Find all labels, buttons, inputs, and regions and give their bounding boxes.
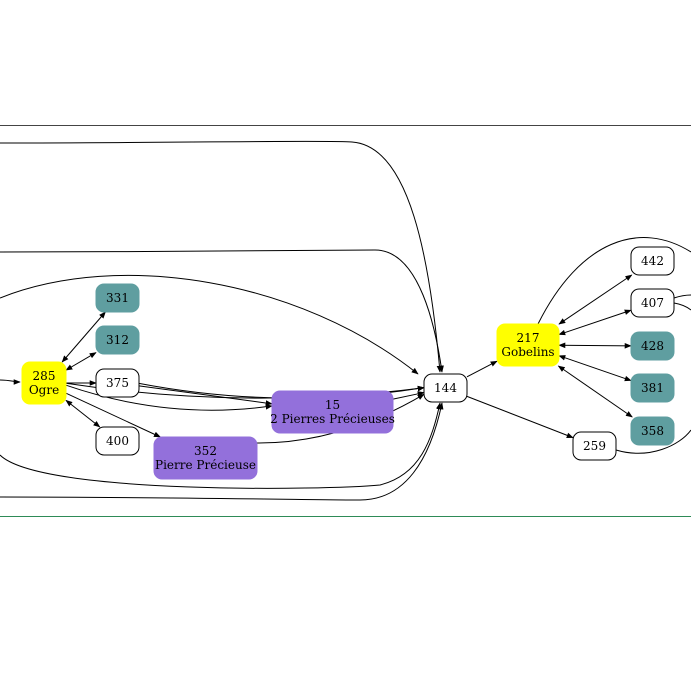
edge-n217-n358 [557, 365, 633, 418]
edge-offscreen-bottom-144 [0, 402, 444, 501]
node-name-label: Ogre [29, 383, 59, 397]
node-box [95, 368, 140, 398]
node-400[interactable]: 400 [95, 426, 140, 456]
node-id-label: 352 [194, 444, 217, 458]
node-id-label: 285 [33, 369, 56, 383]
node-381[interactable]: 381 [630, 373, 675, 403]
node-name-label: Pierre Précieuse [155, 458, 256, 472]
node-358[interactable]: 358 [630, 416, 675, 446]
node-id-label: 407 [641, 296, 664, 310]
edge-offscreen-top-144 [0, 140, 443, 373]
node-box [630, 416, 675, 446]
node-box [630, 246, 675, 276]
edge-n285-n400 [65, 399, 101, 428]
node-box [572, 431, 617, 461]
node-id-label: 428 [641, 339, 664, 353]
edge-442-offscreen [537, 237, 691, 325]
node-box [630, 288, 675, 318]
node-id-label: 442 [641, 254, 664, 268]
node-box [630, 373, 675, 403]
node-312[interactable]: 312 [95, 325, 140, 355]
node-box [153, 436, 258, 480]
node-box [630, 331, 675, 361]
node-id-label: 312 [106, 333, 129, 347]
edge-n15-n144 [392, 391, 425, 400]
node-box [21, 361, 67, 405]
node-name-label: Gobelins [501, 345, 554, 359]
node-375[interactable]: 375 [95, 368, 140, 398]
node-id-label: 259 [583, 439, 606, 453]
edge-407-offscreen-2 [673, 302, 691, 311]
node-box [496, 323, 560, 367]
edge-n285-n15 [65, 384, 273, 411]
node-id-label: 15 [325, 398, 340, 412]
node-box [95, 426, 140, 456]
node-id-label: 331 [106, 291, 129, 305]
edge-offscreen-left-285 [0, 379, 21, 385]
edge-n217-n381 [558, 355, 632, 382]
edge-n217-n428 [558, 342, 632, 349]
node-259[interactable]: 259 [572, 431, 617, 461]
edge-n144-n217 [466, 360, 498, 378]
edge-offscreen-upper-144 [0, 274, 419, 375]
edge-n217-n442 [558, 274, 633, 325]
edge-n217-n407 [558, 309, 632, 336]
node-id-label: 217 [517, 331, 540, 345]
edge-259-offscreen [615, 429, 691, 454]
edge-n285-n312 [65, 352, 97, 371]
node-id-label: 381 [641, 381, 664, 395]
node-428[interactable]: 428 [630, 331, 675, 361]
node-box [423, 373, 468, 403]
node-144[interactable]: 144 [423, 373, 468, 403]
node-box [95, 283, 140, 313]
edge-offscreen-mid-144 [0, 249, 444, 373]
node-15[interactable]: 152 Pierres Précieuses [270, 390, 395, 434]
node-id-label: 400 [106, 434, 129, 448]
edge-407-offscreen [673, 294, 691, 299]
node-id-label: 144 [434, 381, 457, 395]
node-box [271, 390, 394, 434]
edge-n375-n15 [138, 385, 273, 406]
node-331[interactable]: 331 [95, 283, 140, 313]
edge-n285-n352 [65, 392, 161, 438]
node-id-label: 358 [641, 424, 664, 438]
node-name-label: 2 Pierres Précieuses [270, 412, 395, 426]
node-id-label: 375 [106, 376, 129, 390]
node-407[interactable]: 407 [630, 288, 675, 318]
edge-offscreen-low-144 [0, 402, 442, 489]
edge-n144-n259 [466, 395, 574, 439]
node-442[interactable]: 442 [630, 246, 675, 276]
node-box [95, 325, 140, 355]
